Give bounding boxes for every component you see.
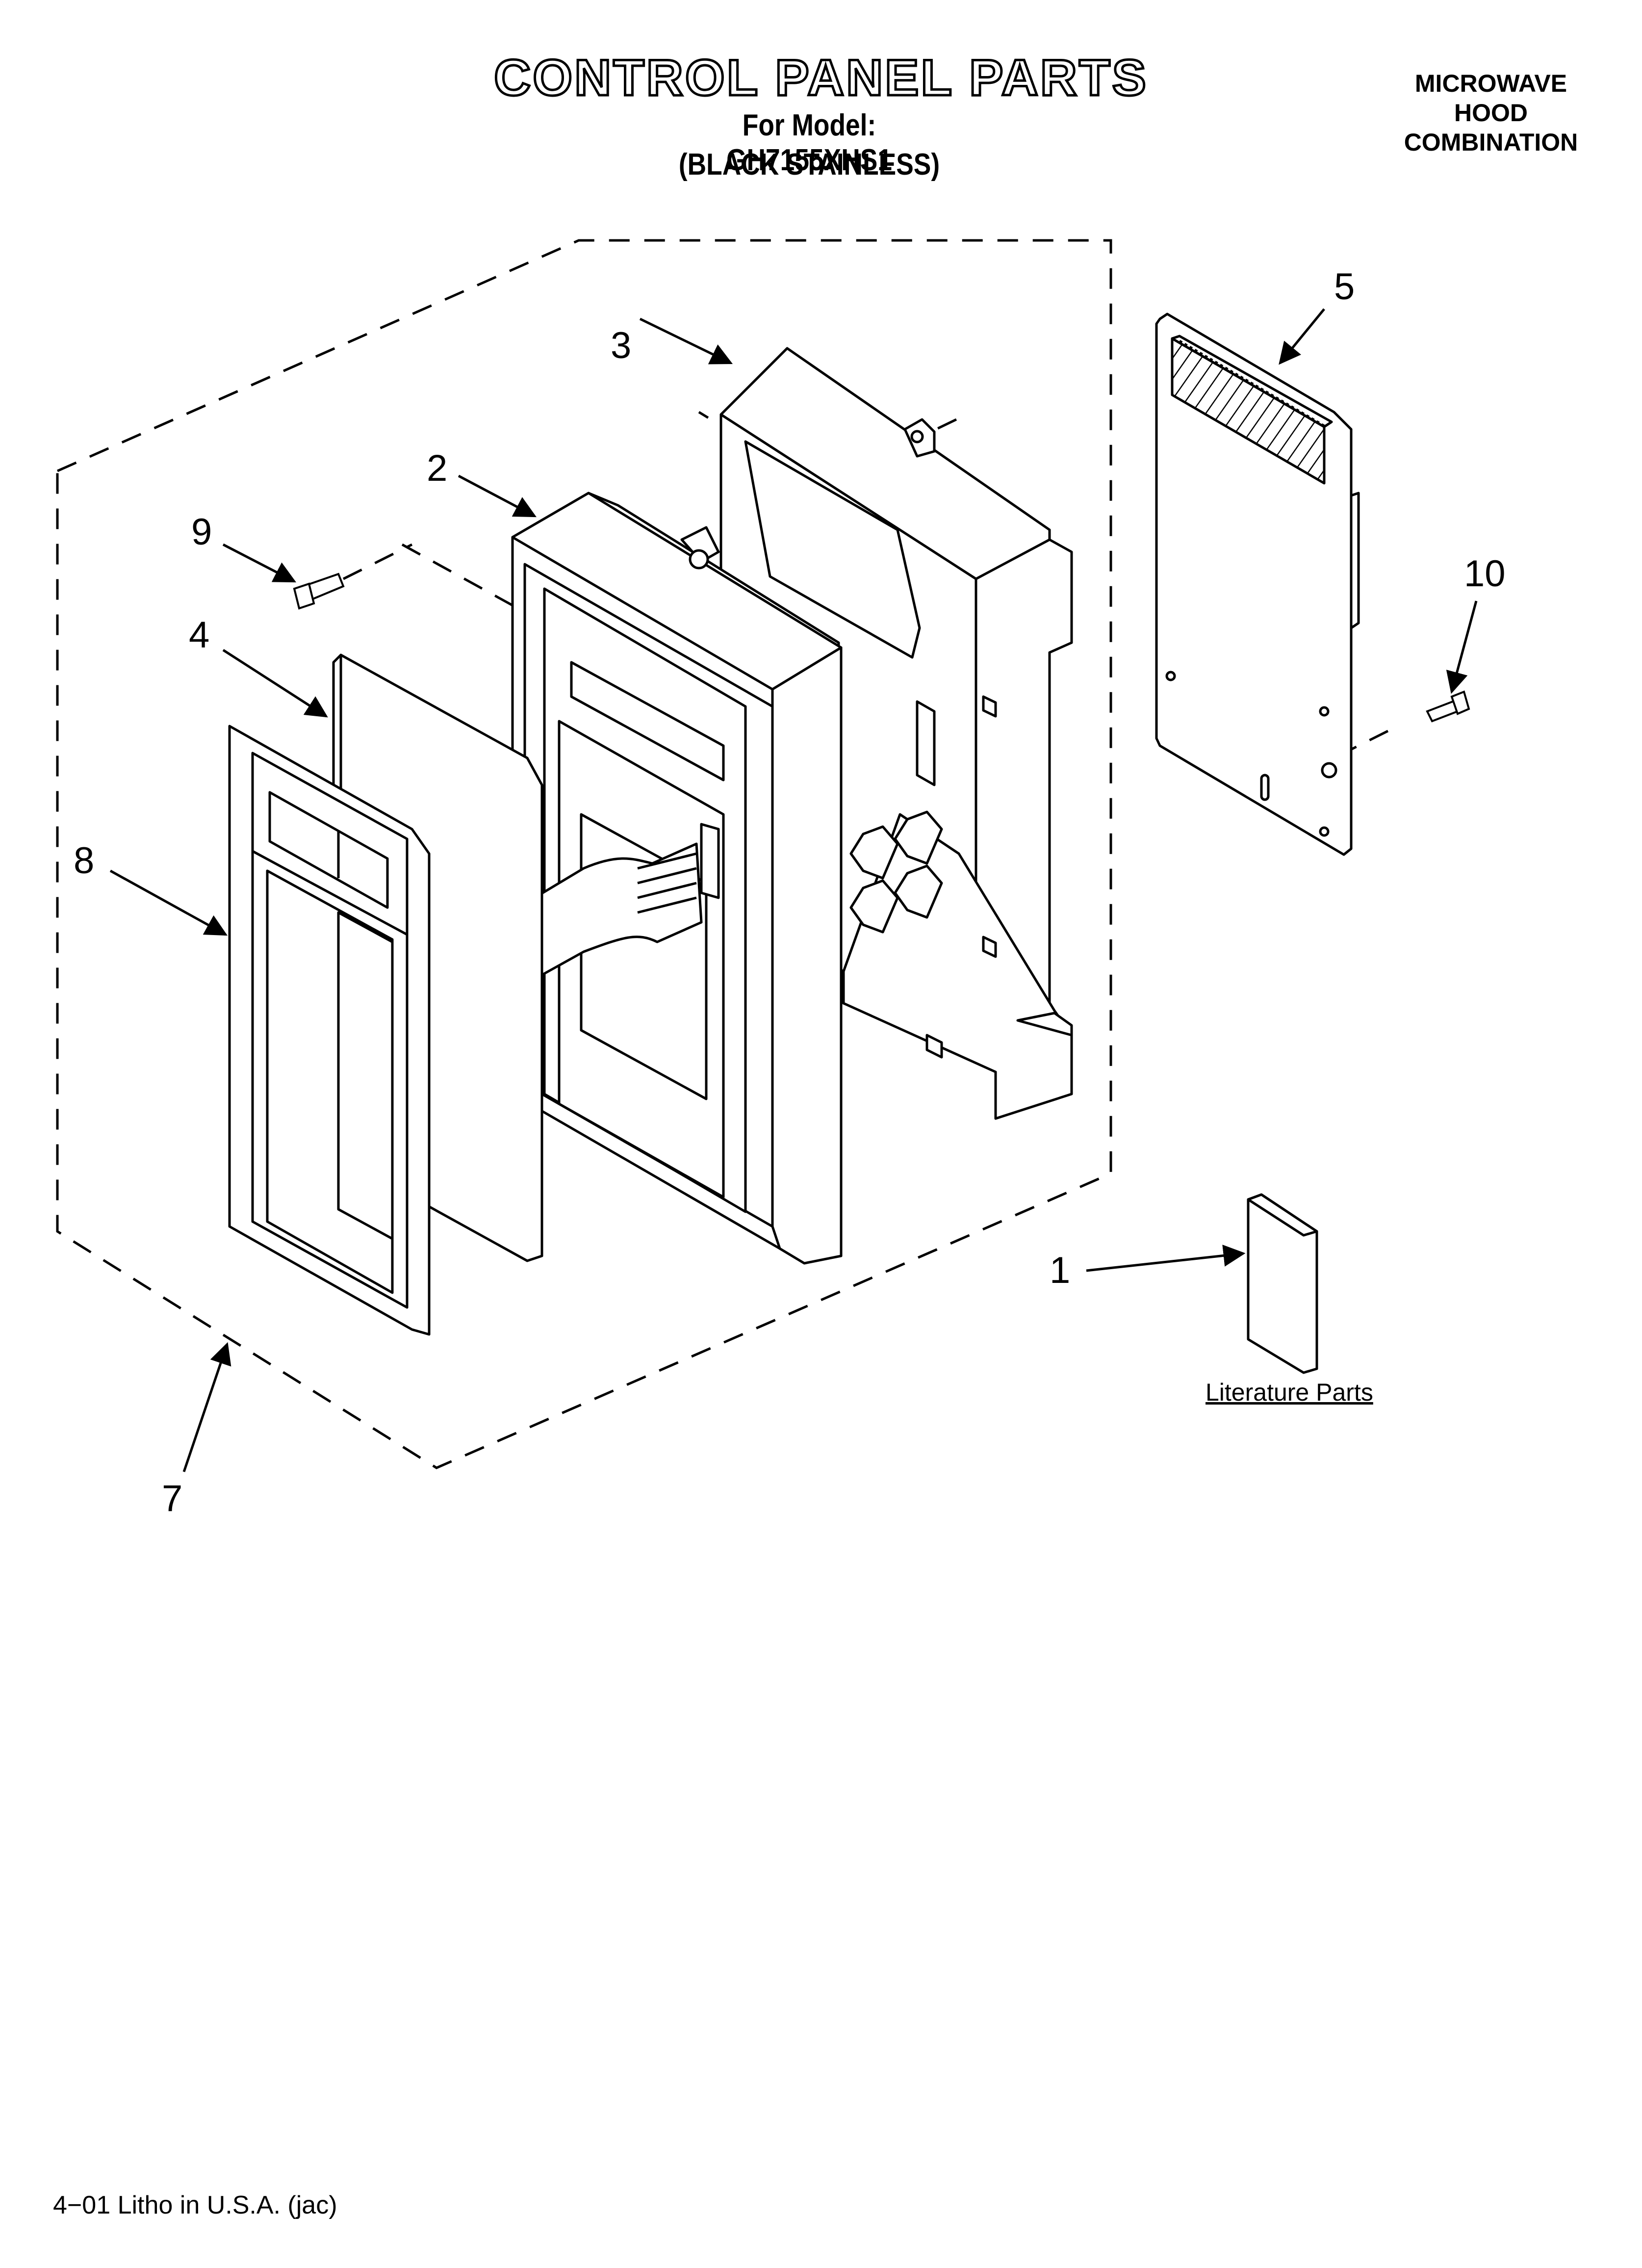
leader-lines — [109, 308, 1478, 1472]
callout-10: 10 — [1464, 553, 1506, 595]
control-overlay-panel — [228, 725, 431, 1336]
keypad-cutouts — [849, 810, 943, 934]
callout-2: 2 — [427, 447, 447, 489]
finish-line: (BLACK STAINLESS) — [678, 148, 940, 182]
callout-8: 8 — [74, 840, 94, 882]
electronic-control-board — [1155, 313, 1360, 856]
callout-5: 5 — [1334, 266, 1355, 308]
page-title: CONTROL PANEL PARTS — [493, 49, 1148, 108]
screw-part-9 — [293, 573, 345, 610]
model-line: For Model: GH7155XHS1 — [726, 108, 892, 177]
print-footer: 4−01 Litho in U.S.A. (jac) — [53, 2191, 337, 2219]
category-line-1: MICROWAVE — [1414, 70, 1567, 97]
control-panel-frame — [511, 492, 843, 1265]
callout-9: 9 — [191, 511, 212, 553]
callout-4: 4 — [189, 614, 209, 656]
callout-1: 1 — [1050, 1250, 1070, 1291]
screw-part-10 — [1426, 690, 1470, 723]
callout-7: 7 — [162, 1478, 182, 1519]
appliance-category: MICROWAVE HOOD COMBINATION — [1363, 69, 1618, 157]
literature-booklet — [1247, 1193, 1318, 1374]
literature-parts-label: Literature Parts — [1206, 1379, 1373, 1406]
callout-3: 3 — [611, 325, 631, 366]
category-line-2: HOOD — [1454, 99, 1528, 127]
category-line-3: COMBINATION — [1404, 129, 1578, 156]
